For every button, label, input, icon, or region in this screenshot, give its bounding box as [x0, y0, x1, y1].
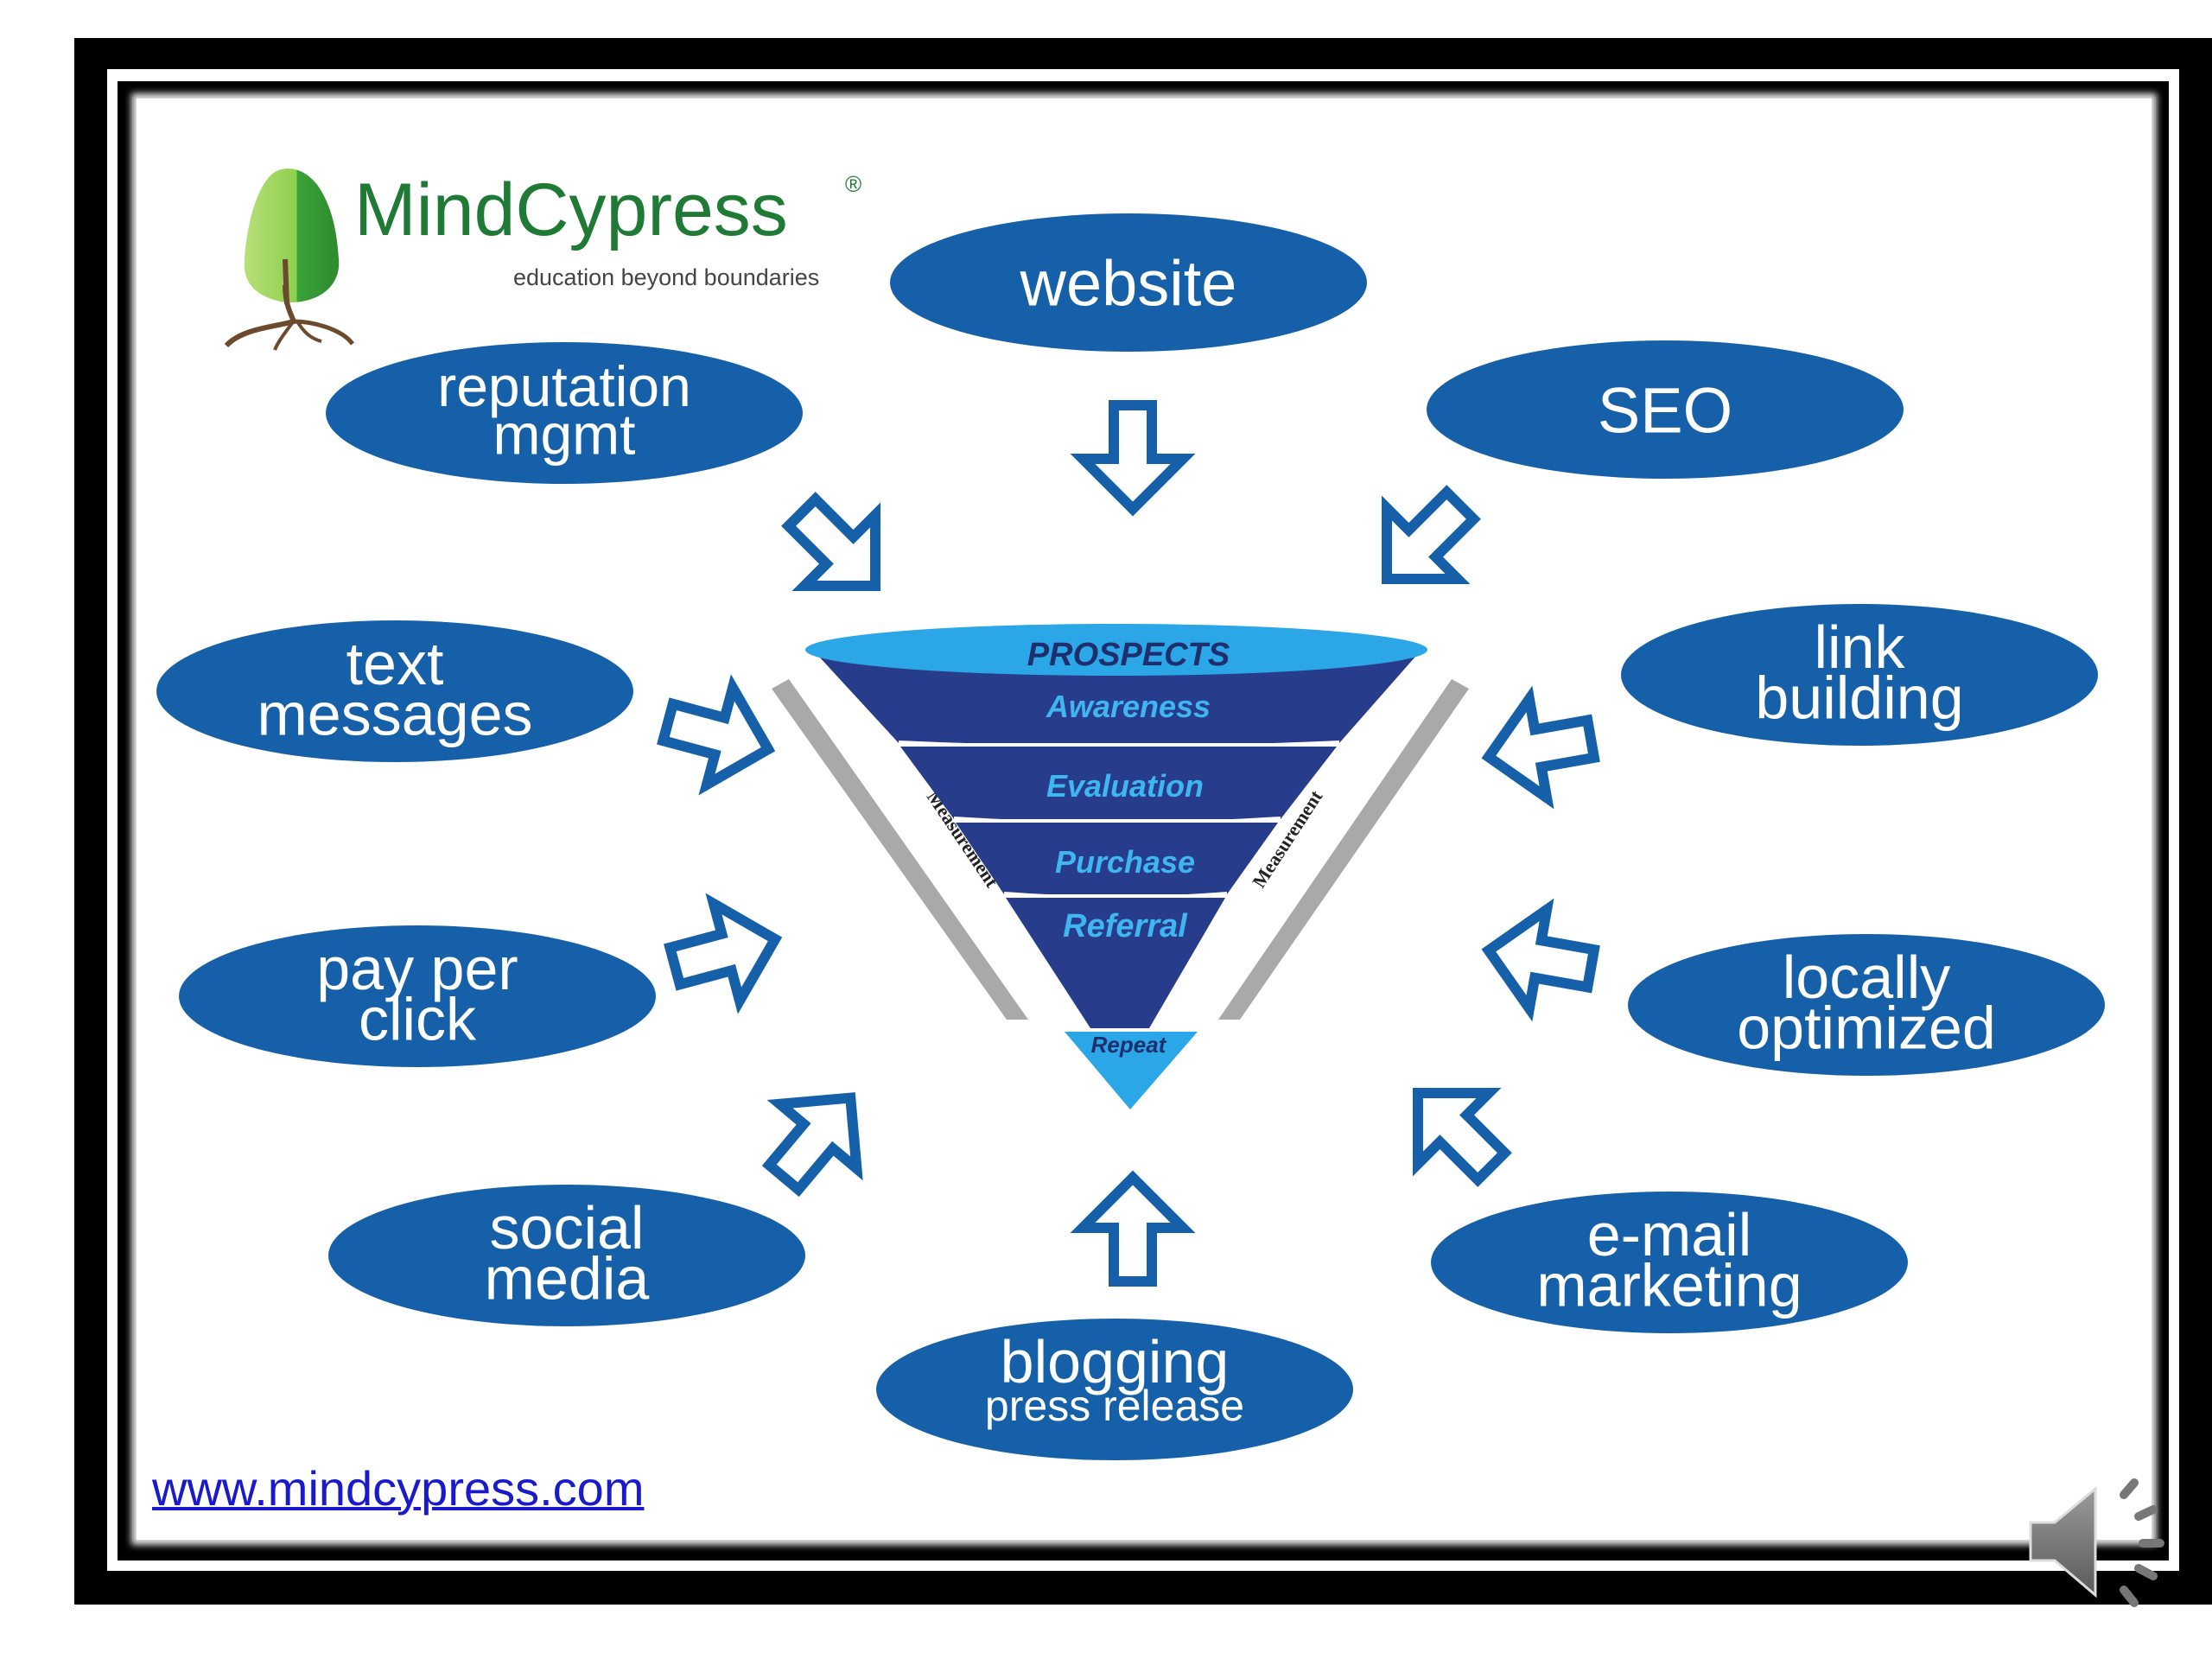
channel-oval-seo: SEO: [1427, 340, 1904, 479]
arrow-blogging-icon: [1070, 1170, 1196, 1287]
channel-label: messages: [257, 680, 532, 747]
oval-shape: [179, 925, 656, 1067]
channel-label: link: [1814, 613, 1905, 681]
funnel-stage-label: Evaluation: [1046, 768, 1204, 804]
channel-label: pay per: [316, 935, 518, 1002]
channel-label: SEO: [1598, 375, 1732, 447]
oval-shape: [1621, 604, 2098, 746]
measurement-bar-right: [1218, 679, 1469, 1020]
channel-label: marketing: [1536, 1251, 1802, 1319]
funnel-bottom-label: Repeat: [1091, 1032, 1167, 1058]
channel-label: blogging: [1001, 1328, 1230, 1395]
channel-arrows: [657, 400, 1600, 1287]
brand-name: MindCypress: [354, 168, 788, 251]
oval-shape: [328, 1185, 805, 1326]
channel-label: building: [1755, 664, 1963, 731]
speaker-icon[interactable]: [2029, 1478, 2164, 1607]
channel-label: mgmt: [493, 403, 636, 467]
oval-shape: [1628, 934, 2105, 1076]
funnel-stage-purchase: [956, 823, 1278, 894]
channel-label: locally: [1783, 944, 1951, 1011]
arrow-pay-per-click-icon: [664, 893, 783, 1014]
oval-shape: [326, 342, 803, 484]
funnel-stage-evaluation: [900, 747, 1337, 819]
arrow-text-messages-icon: [657, 674, 776, 796]
funnel-stage-awareness: [819, 657, 1415, 743]
arrow-social-media-icon: [761, 1092, 863, 1198]
channel-label: click: [359, 985, 477, 1052]
tree-icon: [224, 168, 355, 351]
measurement-bar-left: [772, 679, 1028, 1020]
channel-label: reputation: [437, 354, 691, 418]
funnel-stage-label: Awareness: [1046, 689, 1211, 724]
oval-shape: [1427, 340, 1904, 479]
oval-shape: [876, 1319, 1353, 1460]
sound-waves: [2120, 1478, 2164, 1607]
arrow-website-icon: [1070, 400, 1196, 517]
brand-tagline: education beyond boundaries: [513, 264, 819, 290]
channel-oval-website: website: [890, 213, 1367, 352]
funnel-repeat-triangle: [1065, 1032, 1198, 1109]
funnel-top-label: PROSPECTS: [1027, 637, 1230, 673]
oval-shape: [890, 213, 1367, 352]
funnel-stage-label: Referral: [1063, 908, 1188, 944]
funnel-stage-label: Purchase: [1055, 844, 1195, 880]
oval-shape: [1431, 1192, 1908, 1333]
channel-label: website: [1020, 248, 1237, 320]
arrow-locally-icon: [1481, 898, 1600, 1022]
brand-logo: MindCypress ® education beyond boundarie…: [224, 168, 861, 351]
channel-label: text: [346, 630, 444, 697]
channel-label: press release: [985, 1382, 1244, 1430]
channel-label: media: [485, 1244, 650, 1312]
arrow-seo-icon: [1381, 485, 1481, 585]
funnel-stage-referral: [1006, 898, 1225, 1028]
channel-label: optimized: [1737, 994, 1996, 1061]
oval-shape: [156, 620, 633, 762]
funnel-top-ellipse: [805, 624, 1427, 676]
channel-label: e-mail: [1587, 1201, 1752, 1268]
arrow-link-building-icon: [1481, 685, 1600, 810]
registered-mark: ®: [845, 171, 861, 197]
arrow-email-icon: [1412, 1087, 1512, 1187]
arrow-reputation-icon: [781, 492, 881, 592]
website-link[interactable]: www.mindcypress.com: [152, 1461, 645, 1516]
channel-label: social: [490, 1194, 645, 1262]
